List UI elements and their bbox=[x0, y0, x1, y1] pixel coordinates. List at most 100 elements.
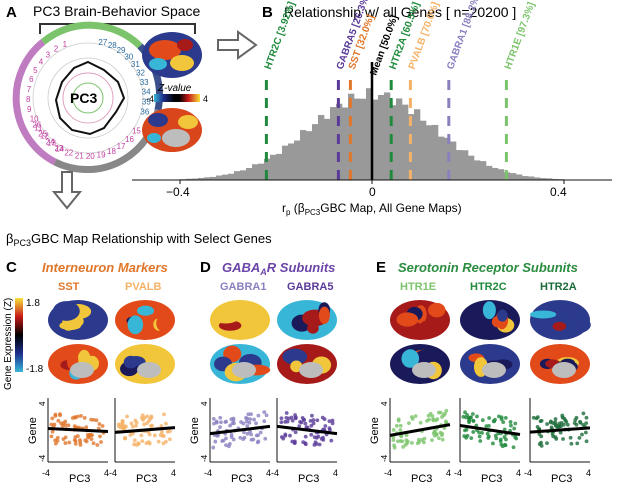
scatter-point bbox=[534, 416, 539, 421]
scatter-point bbox=[224, 419, 228, 424]
radar-bottom-label: 21 bbox=[75, 151, 84, 160]
radar-right-label: 34 bbox=[142, 88, 151, 97]
histogram-bar bbox=[198, 177, 205, 180]
panel-c-letter: C bbox=[6, 259, 17, 276]
scatter-point bbox=[396, 418, 401, 423]
scatter-point bbox=[82, 416, 87, 420]
scatter-point bbox=[57, 412, 62, 417]
scatter-point bbox=[537, 442, 542, 446]
colorbar-a-max: 4 bbox=[203, 94, 208, 104]
scatter-point bbox=[140, 413, 145, 418]
panel-e-title: Serotonin Receptor Subunits bbox=[398, 260, 578, 275]
scatter-point bbox=[514, 436, 519, 441]
scatter-point bbox=[430, 414, 435, 418]
scatter-point bbox=[469, 436, 474, 441]
scatter-point bbox=[508, 420, 513, 424]
scatter-point bbox=[437, 436, 441, 441]
scatter-point bbox=[438, 430, 443, 435]
scatter-x-label: PC3 bbox=[136, 473, 157, 482]
scatter-point bbox=[279, 416, 284, 421]
scatter-point bbox=[330, 418, 335, 423]
scatter-point bbox=[314, 442, 319, 446]
gene-label: SST bbox=[58, 281, 80, 293]
scatter-x-tick: 4 bbox=[104, 468, 109, 478]
scatter-point bbox=[502, 427, 507, 432]
histogram-bar bbox=[312, 124, 319, 180]
scatter-point bbox=[572, 421, 577, 425]
scatter-point bbox=[241, 437, 246, 441]
scatter-point bbox=[256, 413, 261, 418]
scatter-point bbox=[125, 414, 129, 419]
histogram-bar bbox=[330, 107, 337, 180]
radar-right-label: 28 bbox=[108, 41, 117, 50]
scatter-point bbox=[75, 414, 80, 419]
scatter-point bbox=[478, 439, 483, 443]
scatter-point bbox=[247, 420, 252, 425]
brain-region bbox=[497, 309, 508, 322]
scatter-point bbox=[245, 424, 250, 428]
scatter-x-tick: 4 bbox=[446, 468, 451, 478]
scatter-point bbox=[214, 419, 219, 424]
scatter-point bbox=[407, 421, 411, 426]
histogram-bar bbox=[474, 160, 481, 180]
histogram-bar bbox=[258, 163, 265, 180]
brain-region bbox=[52, 301, 80, 321]
scatter-point bbox=[485, 431, 490, 436]
scatter-point bbox=[493, 433, 498, 438]
histogram-bar bbox=[402, 104, 409, 180]
histogram-bar bbox=[228, 173, 235, 180]
regression-line bbox=[47, 427, 109, 433]
scatter-point bbox=[238, 435, 243, 440]
scatter-point bbox=[59, 421, 63, 426]
scatter-point bbox=[315, 418, 320, 423]
scatter-point bbox=[288, 433, 292, 438]
scatter-point bbox=[279, 420, 284, 425]
histogram-bar bbox=[270, 154, 277, 180]
scatter-point bbox=[327, 419, 332, 424]
scatter-point bbox=[568, 435, 573, 440]
gene-colorbar-label: Gene Expression (Z) bbox=[3, 298, 14, 390]
scatter-point bbox=[287, 416, 291, 421]
gene-colorbar bbox=[15, 298, 23, 372]
scatter-point bbox=[399, 434, 404, 439]
gene-label: GABRA1 bbox=[220, 281, 266, 293]
scatter-x-tick: -4 bbox=[109, 468, 117, 478]
scatter-point bbox=[55, 439, 60, 443]
regression-line bbox=[209, 424, 271, 436]
scatter-point bbox=[167, 437, 172, 442]
scatter-point bbox=[391, 438, 396, 443]
scatter-point bbox=[487, 416, 492, 420]
scatter-point bbox=[410, 440, 414, 445]
scatter-point bbox=[504, 437, 508, 442]
radar-bottom-label: 17 bbox=[117, 142, 126, 151]
scatter-point bbox=[410, 416, 415, 421]
regression-line bbox=[529, 426, 591, 434]
brain-region bbox=[245, 315, 263, 332]
scatter-point bbox=[229, 417, 234, 422]
scatter-point bbox=[63, 441, 68, 445]
histogram-bar bbox=[324, 118, 331, 180]
scatter-point bbox=[228, 423, 232, 428]
scatter-point bbox=[298, 419, 302, 424]
scatter-point bbox=[79, 413, 83, 418]
panel-c-title: Interneuron Markers bbox=[42, 260, 168, 275]
scatter-point bbox=[168, 429, 172, 434]
scatter-point bbox=[469, 415, 473, 420]
brain-region bbox=[127, 315, 144, 335]
scatter-y-label: Gene bbox=[369, 417, 381, 444]
scatter-point bbox=[311, 418, 316, 422]
brain-region bbox=[318, 306, 330, 325]
scatter-x-tick: 4 bbox=[333, 468, 338, 478]
scatter-point bbox=[565, 422, 570, 427]
scatter-y-tick: -4 bbox=[380, 454, 389, 462]
radar-left-label: 14 bbox=[55, 144, 64, 153]
scatter-point bbox=[262, 419, 267, 424]
scatter-point bbox=[484, 424, 489, 429]
colorbar-a-title: Z-value bbox=[157, 83, 192, 94]
scatter-point bbox=[403, 442, 408, 447]
scatter-point bbox=[63, 423, 68, 428]
histogram-bar bbox=[516, 174, 523, 180]
scatter-point bbox=[52, 422, 57, 427]
